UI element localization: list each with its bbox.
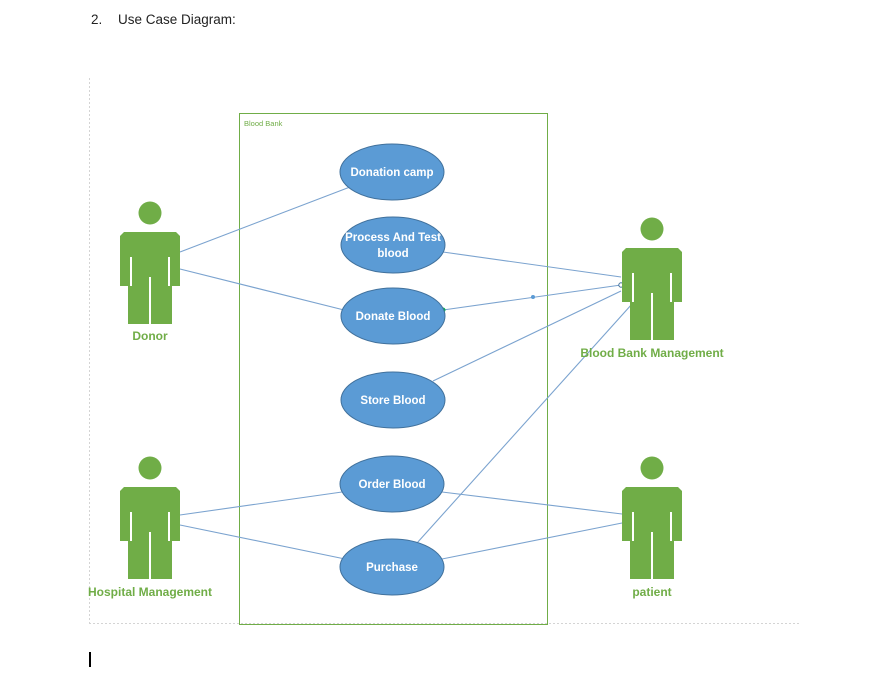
association-process-and-test-blood-blood-bank-management[interactable]	[442, 251, 622, 278]
association-layer	[179, 186, 633, 560]
actor-label: patient	[632, 585, 671, 599]
use-case-process-and-test-blood[interactable]: Process And Test blood	[340, 216, 446, 274]
actor-hospital-management[interactable]: Hospital Management	[88, 456, 212, 600]
association-purchase-patient[interactable]	[441, 522, 623, 560]
actor-label: Donor	[132, 329, 168, 343]
use-case-label: Process And Test	[345, 232, 441, 244]
use-case-store-blood[interactable]: Store Blood	[340, 371, 446, 429]
use-case-donation-camp[interactable]: Donation camp	[339, 143, 445, 201]
actor-blood-bank-management[interactable]: Blood Bank Management	[580, 217, 724, 361]
heading-text: Use Case Diagram:	[118, 12, 236, 27]
actor-head	[138, 201, 162, 225]
use-case-purchase[interactable]: Purchase	[339, 538, 445, 596]
system-boundary[interactable]	[239, 113, 548, 625]
use-case-label: Purchase	[366, 562, 418, 574]
association-donor-donation-camp[interactable]	[179, 186, 351, 253]
actor-head	[640, 217, 664, 241]
use-case-ellipse	[340, 287, 446, 345]
use-case-label: Donate Blood	[356, 311, 431, 323]
association-order-blood-patient[interactable]	[441, 491, 623, 515]
system-label: Blood Bank	[244, 119, 283, 128]
use-case-ellipse	[339, 538, 445, 596]
actor-donor[interactable]: Donor	[120, 201, 180, 344]
association-hospital-management-order-blood[interactable]	[179, 491, 343, 516]
use-case-label: blood	[377, 248, 408, 260]
section-heading: 2. Use Case Diagram:	[91, 12, 236, 27]
use-case-label: Donation camp	[350, 167, 433, 179]
connector-midpoint	[531, 295, 535, 299]
heading-number: 2.	[91, 12, 103, 27]
association-store-blood-blood-bank-management[interactable]	[432, 290, 622, 382]
actor-label: Hospital Management	[88, 585, 212, 599]
actor-head	[138, 456, 162, 480]
text-cursor	[89, 652, 91, 667]
actor-head	[640, 456, 664, 480]
actor-patient[interactable]: patient	[622, 456, 682, 600]
actor-label: Blood Bank Management	[580, 346, 723, 360]
association-donor-donate-blood[interactable]	[179, 268, 345, 311]
use-case-ellipse	[339, 455, 445, 513]
association-purchase-blood-bank-management[interactable]	[416, 303, 633, 544]
use-case-label: Store Blood	[360, 395, 425, 407]
use-case-ellipse	[339, 143, 445, 201]
association-hospital-management-purchase[interactable]	[179, 524, 346, 560]
use-case-donate-blood[interactable]: Donate Blood	[340, 287, 446, 345]
use-case-ellipse	[340, 216, 446, 274]
use-case-order-blood[interactable]: Order Blood	[339, 455, 445, 513]
use-case-ellipse	[340, 371, 446, 429]
use-case-label: Order Blood	[358, 479, 425, 491]
